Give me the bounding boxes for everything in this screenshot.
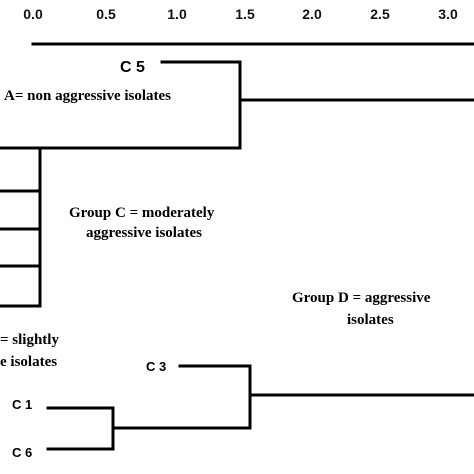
scale-ticks: 0.0 0.5 1.0 1.5 2.0 2.5 3.0 (23, 6, 458, 22)
tick-label-1: 1.0 (167, 6, 187, 22)
leaf-label-c5: C 5 (120, 59, 145, 76)
tick-label-1.5: 1.5 (235, 6, 255, 22)
group-a-label: A= non aggressive isolates (4, 88, 171, 104)
group-b-label-line1: = slightly (0, 332, 59, 348)
tick-label-2: 2.0 (302, 6, 322, 22)
leaf-label-c6: C 6 (12, 445, 32, 460)
group-d-label-line2: isolates (347, 312, 394, 328)
group-b-label-line2: e isolates (0, 354, 57, 370)
group-d-label-line1: Group D = aggressive (292, 290, 431, 306)
cluster-b (0, 146, 42, 308)
group-c-label-line1: Group C = moderately (69, 205, 215, 221)
tick-label-0.5: 0.5 (96, 6, 116, 22)
cluster-a (0, 60, 474, 150)
cluster-d (46, 364, 474, 451)
group-c-label-line2: aggressive isolates (86, 225, 202, 241)
tick-label-3: 3.0 (438, 6, 458, 22)
leaf-label-c3: C 3 (146, 359, 166, 374)
leaf-label-c1: C 1 (12, 397, 32, 412)
tick-label-0: 0.0 (23, 6, 43, 22)
tick-label-2.5: 2.5 (370, 6, 390, 22)
